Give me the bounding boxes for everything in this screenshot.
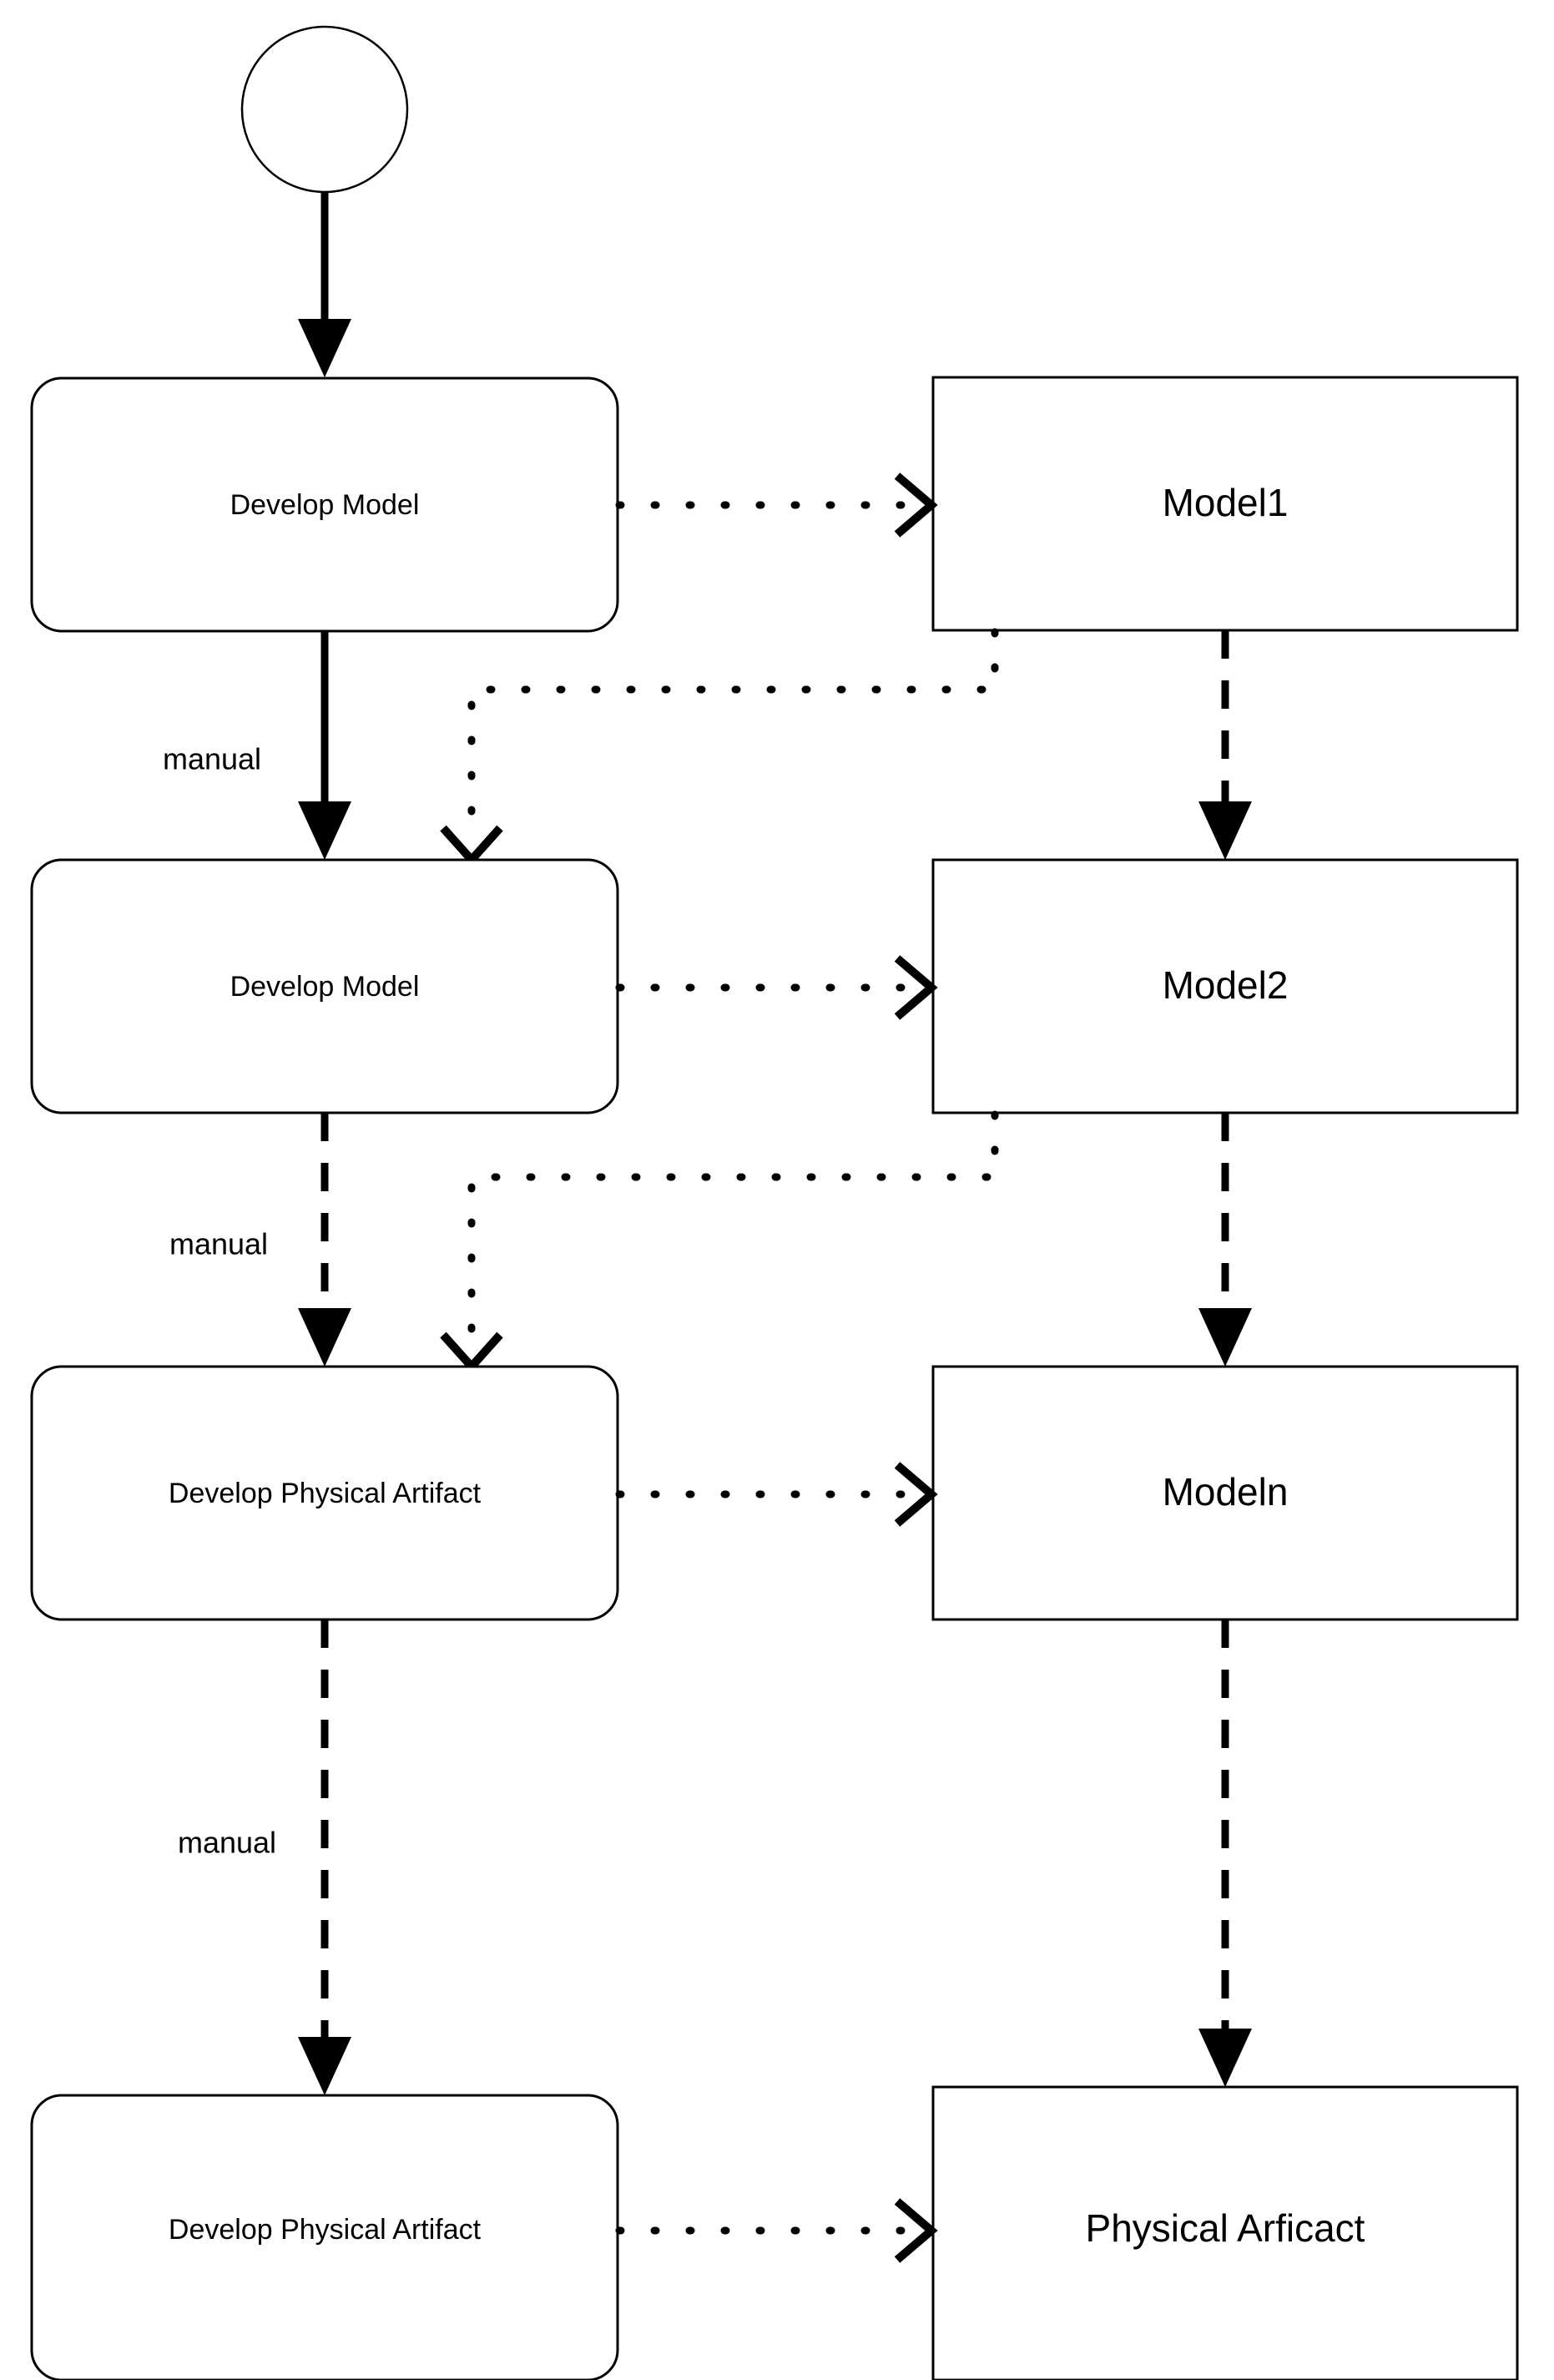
activity-node-develop-model-2[interactable]: Develop Model (30, 858, 619, 1114)
activity-4-shape[interactable] (30, 2094, 619, 2380)
object-1-label: Model1 (1163, 481, 1289, 524)
initial-node-circle[interactable] (240, 25, 409, 194)
activity-node-develop-physical-artifact-1[interactable]: Develop Physical Artifact (30, 1365, 619, 1621)
arrowhead-filled-icon (298, 801, 351, 860)
control-flow-act1-to-act2[interactable]: manual (163, 631, 351, 860)
control-flow-initial-to-act1[interactable] (298, 192, 351, 377)
object-transition-model2-to-modeln[interactable] (1198, 1113, 1252, 1367)
feedback-flow-model1-to-act2[interactable] (440, 628, 999, 867)
object-node-model1[interactable]: Model1 (931, 376, 1519, 632)
object-node-modeln[interactable]: Modeln (931, 1365, 1519, 1621)
object-1-shape[interactable] (931, 376, 1519, 632)
arrowhead-open-icon (894, 1462, 938, 1527)
arrowhead-open-icon (894, 2198, 938, 2263)
object-3-shape[interactable] (931, 1365, 1519, 1621)
object-4-label: Physical Arficact (1086, 2206, 1365, 2250)
control-flow-label-manual-1: manual (163, 742, 261, 776)
feedback-flow-path (467, 628, 999, 839)
activity-node-develop-physical-artifact-2[interactable]: Develop Physical Artifact (30, 2094, 619, 2380)
arrowhead-open-icon (440, 825, 503, 867)
object-node-model2[interactable]: Model2 (931, 858, 1519, 1114)
arrowhead-filled-icon (298, 2037, 351, 2095)
feedback-flow-path (467, 1110, 999, 1346)
object-node-physical-arficact[interactable]: Physical Arficact (931, 2085, 1519, 2380)
object-flow-act4-to-physical-arficact[interactable] (615, 2198, 938, 2263)
arrowhead-open-icon (440, 1331, 503, 1373)
activity-4-label: Develop Physical Artifact (169, 2214, 482, 2246)
object-flow-act2-to-model2[interactable] (615, 955, 938, 1020)
object-4-shape[interactable] (931, 2085, 1519, 2380)
object-transition-model1-to-model2[interactable] (1198, 630, 1252, 860)
activity-1-label: Develop Model (230, 489, 420, 521)
object-flow-act1-to-model1[interactable] (615, 472, 938, 538)
control-flow-label-manual-3: manual (178, 1826, 276, 1860)
activity-3-label: Develop Physical Artifact (169, 1478, 482, 1509)
control-flow-label-manual-2: manual (169, 1227, 268, 1261)
activity-node-develop-model-1[interactable]: Develop Model (30, 376, 619, 633)
control-flow-act3-to-act4[interactable]: manual (178, 1620, 351, 2095)
arrowhead-filled-icon (1198, 1308, 1252, 1367)
activity-2-label: Develop Model (230, 971, 420, 1003)
arrowhead-open-icon (894, 472, 938, 538)
object-2-label: Model2 (1163, 963, 1289, 1007)
initial-node[interactable] (240, 25, 409, 194)
arrowhead-filled-icon (298, 319, 351, 377)
feedback-flow-model2-to-act3[interactable] (440, 1110, 999, 1373)
object-2-shape[interactable] (931, 858, 1519, 1114)
arrowhead-filled-icon (298, 1308, 351, 1367)
control-flow-act2-to-act3[interactable]: manual (169, 1113, 351, 1367)
arrowhead-filled-icon (1198, 2029, 1252, 2087)
object-transition-modeln-to-physical-arficact[interactable] (1198, 1620, 1252, 2087)
object-flow-act3-to-modeln[interactable] (615, 1462, 938, 1527)
arrowhead-open-icon (894, 955, 938, 1020)
arrowhead-filled-icon (1198, 801, 1252, 860)
object-3-label: Modeln (1163, 1470, 1289, 1513)
